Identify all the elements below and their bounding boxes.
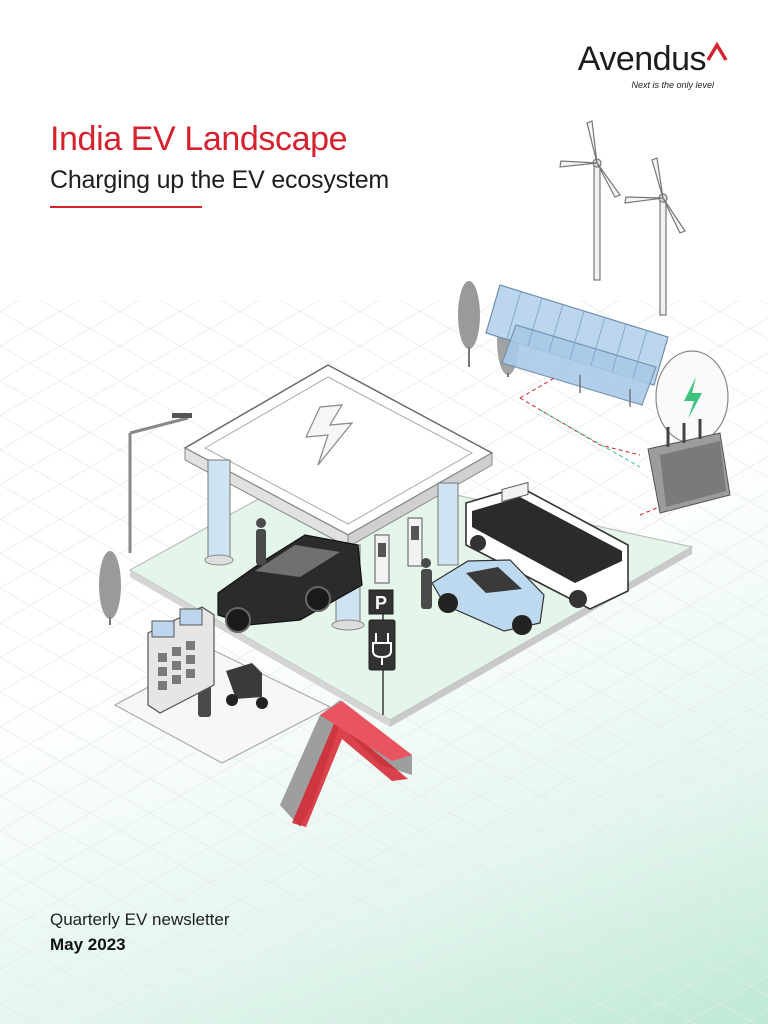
dark-suv (217, 534, 363, 633)
issue-date: May 2023 (50, 935, 126, 954)
page-title: India EV Landscape (50, 120, 348, 158)
solar-panel-icon (485, 284, 669, 407)
light-sedan (431, 559, 545, 635)
title-underline (50, 206, 202, 208)
battery-swap-kiosk (147, 606, 215, 714)
ev-plug-icon (368, 619, 396, 715)
charging-canopy (183, 364, 494, 631)
brand-tagline: Next is the only level (631, 80, 714, 90)
transformer-icon (647, 350, 731, 514)
caret-logo-icon (706, 42, 728, 61)
lightning-bolt-icon (305, 404, 354, 466)
tree-icon (99, 551, 121, 625)
page-subtitle: Charging up the EV ecosystem (50, 166, 390, 194)
newsletter-label: Quarterly EV newsletter (50, 910, 230, 929)
brand-name: Avendus (577, 40, 707, 78)
charging-pump (374, 517, 423, 584)
electric-scooter (226, 663, 268, 709)
electric-bus (465, 481, 629, 610)
caret-logo-icon (280, 700, 412, 827)
brand-logo: Avendus Next is the only level (548, 40, 728, 96)
street-lamp (128, 413, 192, 553)
tree-icon (458, 281, 480, 367)
ev-charging-station-illustration: P (99, 120, 731, 827)
parking-sign-letter: P (375, 593, 387, 613)
wind-turbine-icon (559, 120, 621, 281)
wind-turbine-icon (624, 157, 686, 316)
